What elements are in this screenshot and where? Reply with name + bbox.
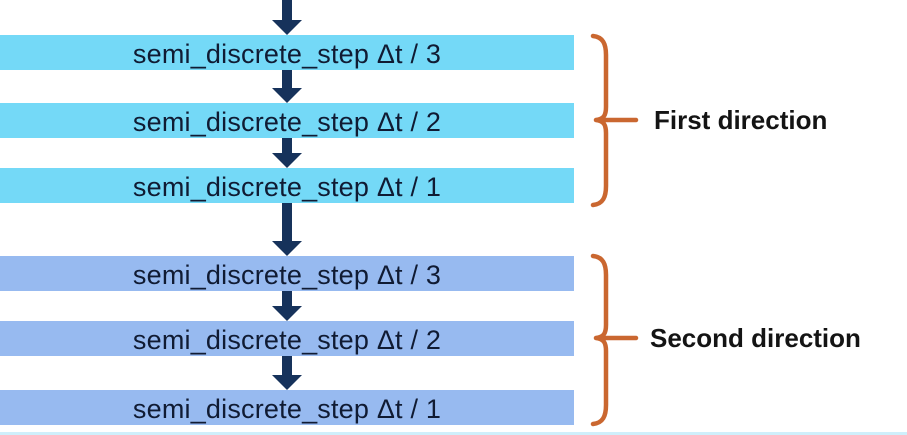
arrow-head [272, 306, 302, 321]
arrow-stem [282, 138, 292, 153]
step-bar-first-dt3: semi_discrete_step Δt / 3 [0, 35, 574, 70]
group-label-first-direction: First direction [654, 105, 828, 135]
arrow-down-icon [272, 356, 302, 390]
step-bar-second-dt1: semi_discrete_step Δt / 1 [0, 390, 574, 425]
arrow-stem [282, 356, 292, 375]
arrow-head [272, 88, 302, 103]
arrow-head [272, 20, 302, 35]
step-bar-first-dt1: semi_discrete_step Δt / 1 [0, 168, 574, 203]
arrow-stem [282, 291, 292, 306]
curly-brace-icon [590, 33, 639, 208]
arrow-down-icon [272, 203, 302, 256]
arrow-stem [282, 70, 292, 88]
arrow-head [272, 375, 302, 390]
group-label-second-direction: Second direction [650, 323, 861, 353]
arrow-down-icon [272, 70, 302, 103]
arrow-head [272, 241, 302, 256]
arrow-head [272, 153, 302, 168]
arrow-down-icon [272, 138, 302, 168]
arrow-stem [282, 0, 292, 20]
arrow-stem [282, 203, 292, 241]
arrow-down-icon [272, 0, 302, 35]
arrow-down-icon [272, 291, 302, 321]
step-bar-second-dt3: semi_discrete_step Δt / 3 [0, 256, 574, 291]
step-bar-second-dt2: semi_discrete_step Δt / 2 [0, 321, 574, 356]
step-bar-first-dt2: semi_discrete_step Δt / 2 [0, 103, 574, 138]
curly-brace-icon [590, 253, 639, 427]
cropped-next-bar-edge [0, 432, 907, 435]
